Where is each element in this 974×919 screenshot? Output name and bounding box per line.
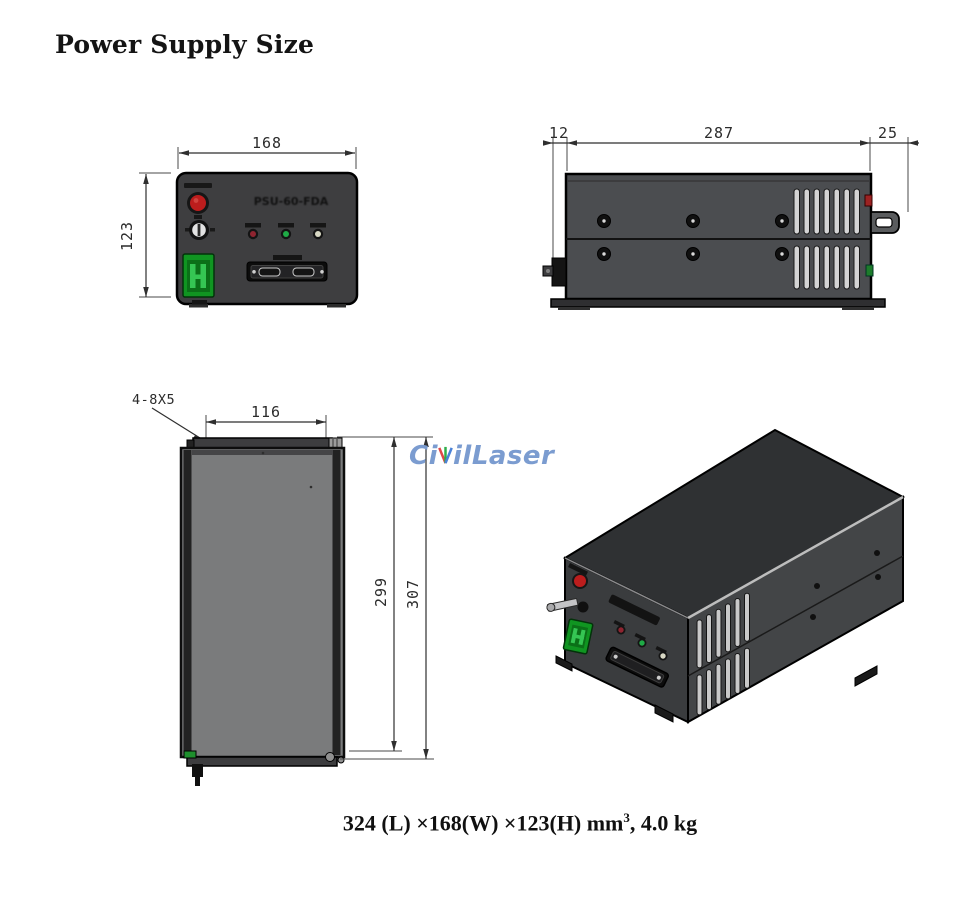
- brand-watermark-part1: Ci: [409, 441, 438, 471]
- front-extension-lines: [139, 147, 357, 298]
- side-screw-holes: [597, 214, 789, 261]
- top-view-body: [179, 446, 346, 759]
- front-width-dim-label: 168: [252, 134, 282, 152]
- side-dimension-line: 12 287 25: [543, 124, 919, 146]
- top-rear-flange: [183, 750, 345, 786]
- top-length-dimensions: 299 307: [337, 436, 434, 760]
- brand-watermark: Ci ilLaser: [409, 443, 554, 469]
- side-base-flange: [550, 298, 886, 308]
- top-flange-tab-right: [328, 437, 343, 449]
- emergency-stop-button: [184, 183, 212, 214]
- iso-feet: [555, 655, 878, 723]
- page-title: Power Supply Size: [55, 30, 315, 59]
- indicator-led-red: [245, 223, 261, 240]
- indicator-led-green: [278, 223, 294, 240]
- iso-indicator-leds: [613, 620, 668, 661]
- indicator-led-white: [310, 223, 326, 240]
- front-foot-right: [327, 304, 346, 308]
- front-height-dim-label: 123: [118, 221, 136, 251]
- front-view: 168 123: [118, 134, 359, 308]
- side-green-edge-part: [865, 264, 874, 277]
- brand-watermark-part2: ilLaser: [453, 441, 555, 471]
- top-view: 116 4-8X5: [132, 392, 434, 786]
- top-overall-length-dim-label: 307: [404, 579, 422, 609]
- slot-callout-label: 4-8X5: [132, 392, 175, 408]
- side-red-edge-part: [864, 194, 873, 207]
- side-foot-left: [558, 307, 590, 310]
- front-width-dimension: 168: [179, 134, 355, 156]
- key-switch: [185, 215, 215, 240]
- size-caption-exponent: 3: [623, 810, 630, 825]
- size-caption: 324 (L) ×168(W) ×123(H) mm3, 4.0 kg: [33, 810, 974, 836]
- top-face-dot: [261, 451, 265, 455]
- iso-vent-slots-lower: [696, 647, 750, 716]
- iso-model-label-smudge: [608, 594, 660, 626]
- iso-key-switch: [546, 598, 589, 613]
- iso-emergency-stop-button: [568, 563, 588, 589]
- iso-power-rocker-switch: [562, 618, 594, 655]
- top-width-dim-label: 116: [251, 403, 281, 421]
- top-width-dimension: 116: [205, 403, 327, 439]
- side-view: 12 287 25: [542, 124, 919, 310]
- top-face-dot-2: [309, 485, 313, 489]
- db-connector: [246, 255, 328, 282]
- top-body-length-dim-label: 299: [372, 577, 390, 607]
- power-rocker-switch: [182, 253, 215, 305]
- iso-vent-slots-upper: [696, 592, 750, 669]
- iso-top-edge-highlight: [687, 495, 904, 620]
- front-foot-left: [189, 304, 208, 308]
- side-vent-slots-upper: [793, 188, 860, 235]
- side-foot-right: [842, 307, 874, 310]
- side-bracket-dim-label: 25: [878, 124, 898, 142]
- iso-db-connector: [605, 646, 670, 688]
- side-panel-body: [564, 172, 873, 301]
- side-vent-slots-lower: [793, 245, 860, 290]
- laser-fan-icon: [438, 446, 453, 464]
- iso-side-screws: [810, 550, 881, 620]
- front-panel-model-label: PSU-60-FDA: [254, 195, 329, 208]
- front-height-dimension: 123: [118, 174, 149, 297]
- top-side-wall-right: [332, 450, 341, 755]
- side-offset-dim-label: 12: [549, 124, 569, 142]
- side-mounting-bracket: [870, 211, 900, 234]
- isometric-view: [546, 428, 906, 724]
- side-key-protrusion: [542, 257, 567, 287]
- iso-side-seam: [687, 555, 904, 677]
- size-caption-main: 324 (L) ×168(W) ×123(H) mm: [342, 810, 624, 836]
- top-side-wall-left: [183, 450, 192, 755]
- iso-front-edge-highlight: [564, 557, 689, 619]
- size-caption-tail: , 4.0 kg: [629, 810, 698, 836]
- side-length-dim-label: 287: [704, 124, 734, 142]
